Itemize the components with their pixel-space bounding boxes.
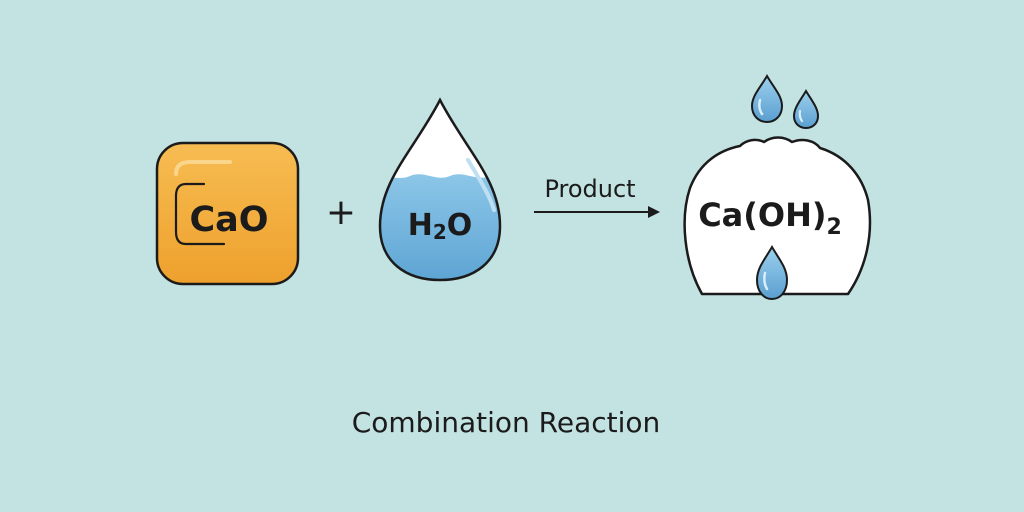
arrow-label: Product [544, 175, 635, 203]
droplet-icon [750, 74, 784, 124]
diagram-title: Combination Reaction [352, 406, 661, 439]
cao-block-icon [155, 141, 300, 286]
product-mound-icon [683, 136, 872, 296]
product-formula: Ca(OH)2 [698, 196, 842, 240]
plus-sign: + [326, 192, 356, 233]
droplet-icon [755, 245, 789, 301]
water-drop-icon [378, 97, 502, 282]
droplet-icon [792, 89, 820, 130]
cao-formula: CaO [189, 200, 268, 240]
water-formula: H2O [408, 208, 473, 244]
reaction-arrow-icon [534, 206, 660, 218]
